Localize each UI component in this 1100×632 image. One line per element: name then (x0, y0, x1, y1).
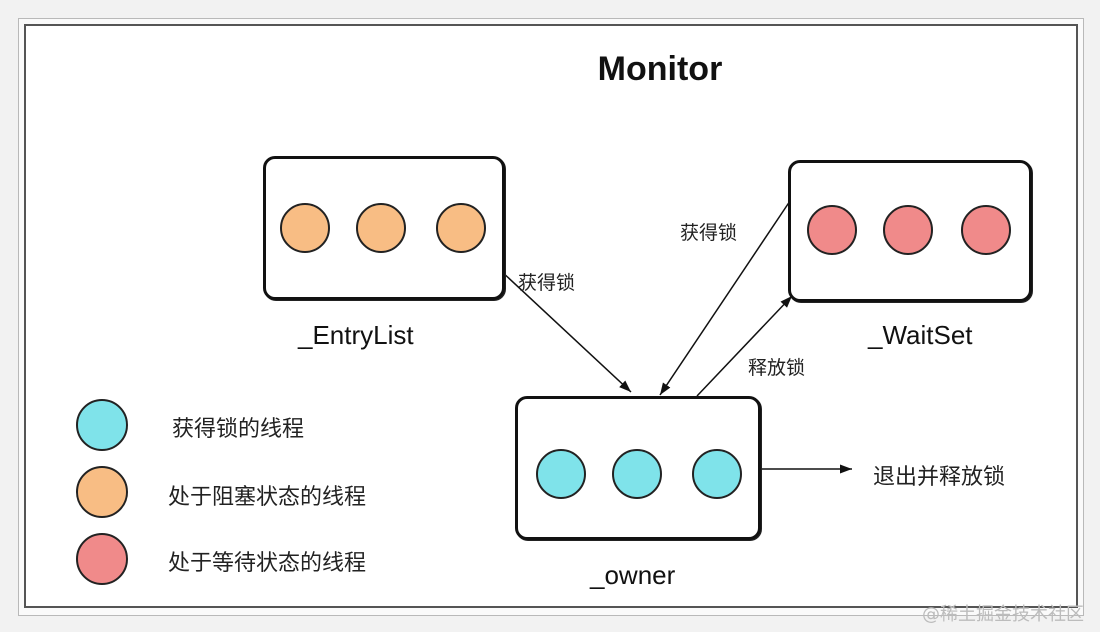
legend-owner-text: 获得锁的线程 (172, 417, 305, 442)
owner-thread-dot (612, 449, 662, 499)
entry-list-label: _EntryList (298, 320, 414, 350)
legend-blocked-text: 处于阻塞状态的线程 (168, 485, 367, 510)
blocked-thread-dot (436, 203, 486, 253)
owner-label: _owner (590, 560, 676, 590)
edge-label-wait-acquire: 获得锁 (680, 222, 738, 244)
blocked-thread-dot (280, 203, 330, 253)
arrow-entry-to-owner (499, 269, 632, 393)
arrow-owner-to-waitset (696, 295, 793, 397)
blocked-thread-dot (356, 203, 406, 253)
waiting-thread-dot (961, 205, 1011, 255)
diagram-title: Monitor (597, 50, 723, 88)
waiting-thread-dot (807, 205, 857, 255)
owner-thread-dot (536, 449, 586, 499)
waiting-thread-dot (883, 205, 933, 255)
owner-thread-dot (692, 449, 742, 499)
arrow-waitset-to-owner (659, 197, 793, 396)
legend-waiting-text: 处于等待状态的线程 (168, 551, 367, 576)
wait-set-box (788, 160, 1032, 302)
edge-label-release: 释放锁 (748, 357, 806, 379)
legend-owner-dot (76, 399, 128, 451)
edge-label-entry-acquire: 获得锁 (518, 272, 576, 294)
wait-set-label: _WaitSet (868, 320, 973, 350)
watermark: @稀土掘金技术社区 (922, 604, 1084, 625)
legend-waiting-dot (76, 533, 128, 585)
edge-label-exit-release: 退出并释放锁 (873, 465, 1006, 490)
entry-list-box (263, 156, 505, 300)
owner-box (515, 396, 761, 540)
legend-blocked-dot (76, 466, 128, 518)
